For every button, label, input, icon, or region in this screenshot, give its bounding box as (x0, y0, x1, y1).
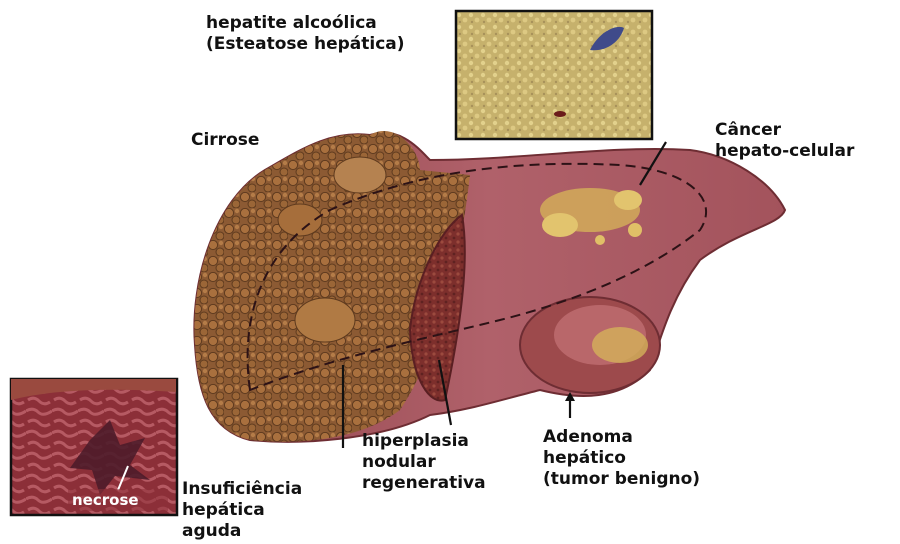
label-adenoma-line2: hepático (543, 448, 626, 468)
adenoma-tumor (520, 297, 660, 393)
label-adenoma-line3: (tumor benigno) (543, 469, 700, 489)
label-hyperplasia: hiperplasia nodular regenerativa (362, 431, 486, 494)
label-necrosis: necrose (72, 491, 139, 509)
label-hyperplasia-line2: nodular (362, 452, 436, 472)
label-liver-failure-line2: hepática (182, 500, 265, 520)
label-cirrhosis: Cirrose (191, 130, 259, 151)
label-hyperplasia-line1: hiperplasia (362, 431, 469, 451)
steatosis-inset (456, 11, 652, 139)
label-adenoma-line1: Adenoma (543, 427, 633, 447)
label-steatosis-line2: (Esteatose hepática) (206, 34, 405, 54)
label-adenoma: Adenoma hepático (tumor benigno) (543, 427, 700, 490)
label-cancer-line2: hepato-celular (715, 141, 854, 161)
label-steatosis-line1: hepatite alcoólica (206, 13, 377, 33)
label-liver-failure-line3: aguda (182, 521, 241, 541)
label-steatosis: hepatite alcoólica (Esteatose hepática) (206, 13, 405, 55)
label-liver-failure-line1: Insuficiência (182, 479, 302, 499)
label-hyperplasia-line3: regenerativa (362, 473, 486, 493)
label-liver-failure: Insuficiência hepática aguda (182, 479, 302, 542)
label-cancer: Câncer hepato-celular (715, 120, 854, 162)
label-cancer-line1: Câncer (715, 120, 781, 140)
